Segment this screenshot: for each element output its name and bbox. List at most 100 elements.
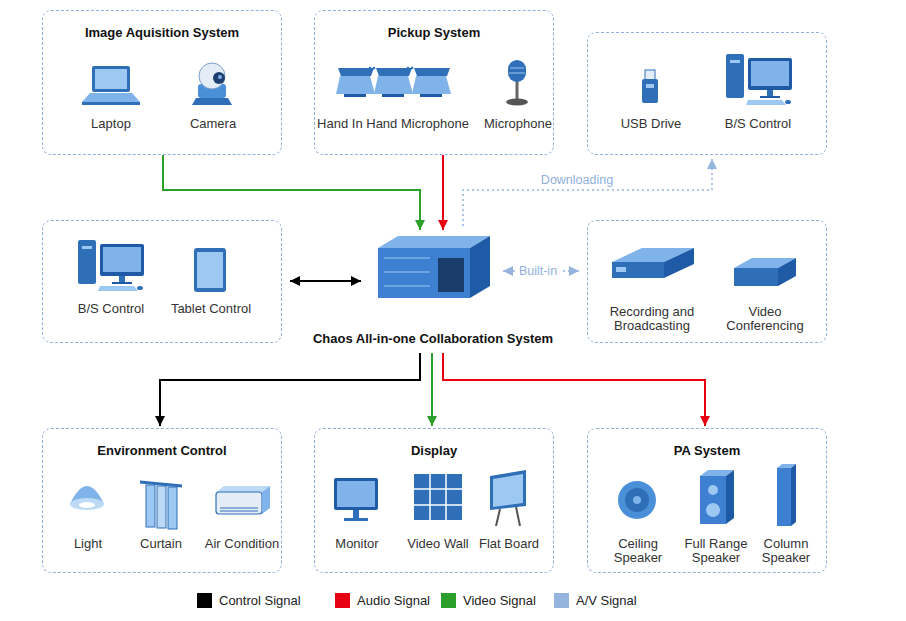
flat-board-icon xyxy=(490,470,526,526)
video-conferencing-icon xyxy=(734,258,796,286)
device-label: Recording and Broadcasting xyxy=(600,305,704,333)
signal-connector xyxy=(438,155,448,230)
microphone-icon xyxy=(506,60,528,106)
arrow-head xyxy=(427,416,437,426)
arrow-head xyxy=(700,416,710,426)
signal-connector xyxy=(443,353,710,426)
device-item: Microphone xyxy=(483,117,553,131)
connector-line xyxy=(290,280,361,282)
system-label: Chaos All-in-one Collaboration System xyxy=(313,331,553,346)
monitor-icon xyxy=(334,478,378,521)
edge-label: Downloading xyxy=(538,173,616,187)
signal-connector xyxy=(155,353,420,426)
device-label: Ceiling Speaker xyxy=(607,537,669,565)
group-box: Environment ControlLightCurtainAir Condi… xyxy=(42,428,282,573)
group-title: Environment Control xyxy=(43,443,281,458)
connector-line xyxy=(163,155,420,230)
device-item: Curtain xyxy=(131,537,191,551)
device-label: Microphone xyxy=(483,117,553,131)
arrow-head xyxy=(707,159,717,169)
device-label: B/S Control xyxy=(713,117,803,131)
group-box: Pickup SystemHand In Hand Microphone Micr… xyxy=(314,10,554,155)
device-item: Column Speaker xyxy=(755,537,817,565)
curtain-icon xyxy=(140,482,182,529)
conference-mic-icons xyxy=(336,67,451,97)
device-item: Light xyxy=(63,537,113,551)
legend-text: Audio Signal xyxy=(357,593,430,608)
arrow-head xyxy=(503,266,513,276)
group-title: Pickup System xyxy=(315,25,553,40)
edge-label: Built-in xyxy=(516,264,560,278)
device-item: Laptop xyxy=(66,117,156,131)
device-item: USB Drive xyxy=(611,117,691,131)
device-label: Monitor xyxy=(324,537,390,551)
core-system: Chaos All-in-one Collaboration System xyxy=(375,232,491,300)
signal-connector xyxy=(427,353,437,426)
legend-swatch xyxy=(554,593,569,608)
device-item: Video Conferencing xyxy=(719,305,811,333)
usb-drive-icon xyxy=(642,70,658,103)
full-range-speaker-icon xyxy=(700,470,734,524)
device-label: Laptop xyxy=(66,117,156,131)
device-item: Ceiling Speaker xyxy=(607,537,669,565)
device-item: B/S Control xyxy=(713,117,803,131)
connector-line xyxy=(463,159,712,226)
legend-swatch xyxy=(441,593,456,608)
device-label: Hand In Hand Microphone xyxy=(313,117,473,131)
signal-connector xyxy=(163,155,425,230)
arrow-head xyxy=(155,416,165,426)
arrow-head xyxy=(569,266,579,276)
device-item: Flat Board xyxy=(473,537,545,551)
connector-line xyxy=(160,353,420,426)
device-item: B/S Control xyxy=(66,302,156,316)
group-box: B/S Control Tablet Control xyxy=(42,220,282,343)
device-label: B/S Control xyxy=(66,302,156,316)
device-label: Flat Board xyxy=(473,537,545,551)
group-box: PA SystemCeiling Speaker Full Range Speak… xyxy=(587,428,827,573)
legend-swatch xyxy=(197,593,212,608)
group-title: PA System xyxy=(588,443,826,458)
group-box: USB Drive B/S Control xyxy=(587,32,827,155)
group-title: Display xyxy=(315,443,553,458)
device-item: Tablet Control xyxy=(161,302,261,316)
light-icon xyxy=(70,486,104,510)
connector-line xyxy=(443,353,705,426)
video-wall-icon xyxy=(414,474,462,520)
arrow-head xyxy=(290,276,300,286)
signal-connector xyxy=(463,159,717,226)
arrow-head xyxy=(415,220,425,230)
device-label: Video Conferencing xyxy=(719,305,811,333)
device-item: Recording and Broadcasting xyxy=(600,305,704,333)
laptop-icon xyxy=(82,66,140,105)
arrow-head xyxy=(351,276,361,286)
legend-text: Video Signal xyxy=(463,593,536,608)
legend-swatch xyxy=(335,593,350,608)
device-label: Curtain xyxy=(131,537,191,551)
tablet-icon xyxy=(194,248,226,292)
group-box: Image Aquisition SystemLaptopCamera xyxy=(42,10,282,155)
core-device-icon xyxy=(378,236,490,298)
device-label: Light xyxy=(63,537,113,551)
device-item: Monitor xyxy=(324,537,390,551)
device-item: Full Range Speaker xyxy=(680,537,752,565)
legend-text: Control Signal xyxy=(219,593,301,608)
recording-rack-icon xyxy=(612,248,694,278)
column-speaker-icon xyxy=(777,464,796,526)
connector-line xyxy=(442,155,444,230)
device-label: Full Range Speaker xyxy=(680,537,752,565)
camera-icon xyxy=(192,63,232,105)
device-item: Air Condition xyxy=(197,537,287,551)
group-box: DisplayMonitorVideo WallFlat Board xyxy=(314,428,554,573)
device-label: USB Drive xyxy=(611,117,691,131)
signal-connector xyxy=(290,276,361,286)
air-condition-icon xyxy=(216,486,270,514)
device-label: Tablet Control xyxy=(161,302,261,316)
device-label: Camera xyxy=(168,117,258,131)
pc-icon xyxy=(726,54,792,105)
device-item: Hand In Hand Microphone xyxy=(313,117,473,131)
pc-icon xyxy=(78,240,144,291)
arrow-head xyxy=(438,220,448,230)
device-item: Camera xyxy=(168,117,258,131)
group-box: Recording and Broadcasting Video Conferen… xyxy=(587,220,827,343)
